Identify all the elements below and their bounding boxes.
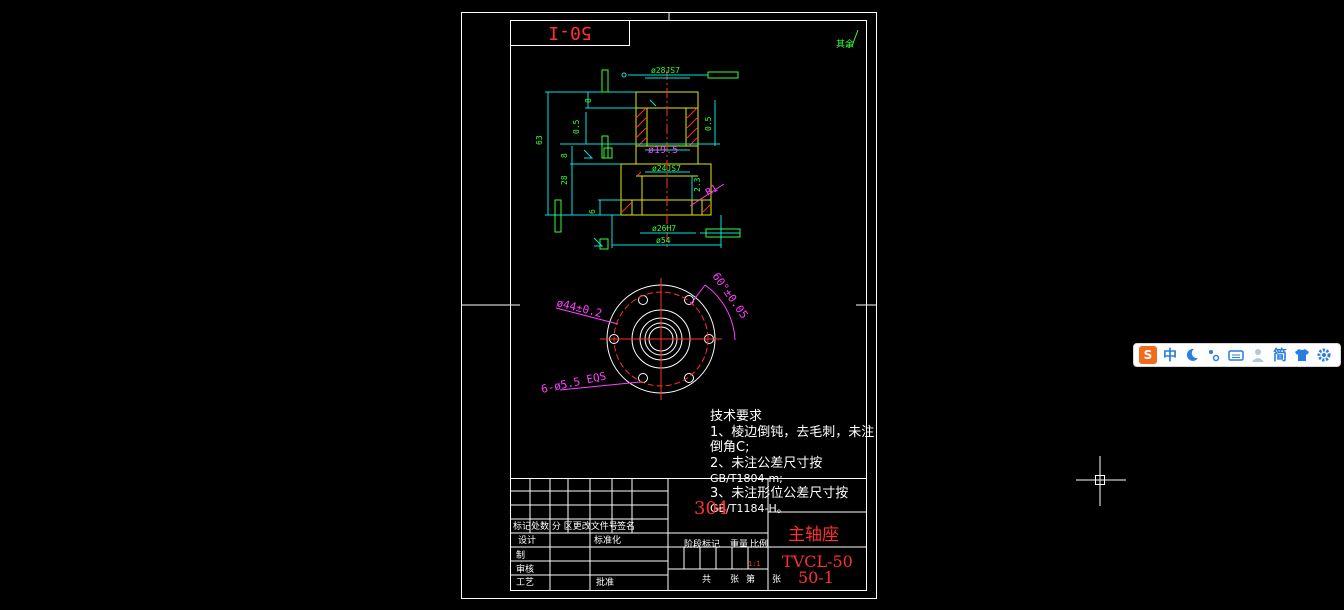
tb-stage: 阶段标记: [684, 538, 720, 550]
dim-h28: 28: [560, 175, 569, 185]
tb-scale: 1:1: [748, 560, 761, 568]
tb-standard: 标准化: [594, 534, 621, 546]
ime-user-button[interactable]: [1247, 344, 1269, 366]
ime-simplified-toggle[interactable]: 简: [1273, 348, 1287, 364]
moon-icon: [1186, 348, 1198, 361]
dim-v23: 2.3: [693, 177, 702, 192]
rotated-code-box: 50-I: [510, 20, 630, 46]
dim-r05b: 0.5: [704, 116, 713, 131]
roughness-note: 其余: [836, 29, 859, 50]
tb-drawing-no: 50-1: [798, 568, 834, 587]
shirt-icon: [1295, 349, 1309, 361]
tb-process: 工艺: [516, 577, 534, 588]
sheet-frame: [461, 12, 877, 599]
rotated-code-text: 50-I: [548, 22, 591, 43]
punctuation-icon: [1209, 350, 1220, 362]
dim-h63: 63: [535, 135, 544, 145]
plan-holes: 6-ø5.5 EQS: [540, 369, 607, 395]
section-view: ø28JS7 ø19.5 ø24JS7 ø26H7 ø54 63 8 8 28 …: [535, 66, 741, 250]
user-icon: [1252, 349, 1264, 362]
ime-logo-button[interactable]: S: [1137, 344, 1159, 366]
dim-h8a: 8: [584, 98, 593, 103]
tb-total: 共: [702, 574, 711, 585]
ime-settings-button[interactable]: [1313, 344, 1335, 366]
tech-line-1: 1、棱边倒钝，去毛刺，未注: [710, 424, 874, 440]
tech-title: 技术要求: [710, 409, 762, 424]
plan-d44: ø44±0.2: [555, 296, 603, 320]
tb-review: 审核: [516, 563, 534, 575]
ime-moon-button[interactable]: [1181, 344, 1203, 366]
ime-punct-button[interactable]: [1203, 344, 1225, 366]
tb-sign: 签名: [617, 520, 635, 532]
crosshair-cursor: [1076, 456, 1126, 506]
tb-sheet: 张: [730, 574, 739, 585]
tb-ratio: 比例: [750, 538, 768, 550]
plan-view: ø44±0.2 60°±0.05 6-ø5.5 EQS: [540, 270, 751, 400]
tech-line-2: 倒角C;: [710, 440, 749, 455]
tech-line-5: 3、未注形位公差尺寸按: [710, 486, 848, 501]
ime-lang-toggle[interactable]: 中: [1163, 348, 1177, 364]
dim-d54: ø54: [656, 236, 671, 245]
sogou-logo-icon: S: [1139, 346, 1157, 364]
tech-requirements: 技术要求 1、棱边倒钝，去毛刺，未注 倒角C; 2、未注公差尺寸按 GB/T18…: [710, 409, 874, 515]
tb-part-name: 主轴座: [788, 525, 839, 545]
tb-sheet2: 张: [772, 574, 781, 585]
tb-page: 第: [746, 573, 755, 585]
keyboard-icon: [1228, 350, 1244, 361]
tb-material: 304: [694, 498, 728, 519]
plan-angle: 60°±0.05: [710, 270, 751, 321]
gear-icon: [1317, 348, 1331, 362]
tb-approve: 批准: [596, 576, 614, 588]
dim-d19: ø19.5: [648, 145, 678, 156]
dim-r1: R1: [704, 183, 720, 199]
dim-r05a: 0.5: [572, 119, 581, 134]
dim-d28: ø28JS7: [651, 66, 680, 75]
ime-toolbar[interactable]: S 中 简: [1133, 343, 1341, 367]
tech-line-3: 2、未注公差尺寸按: [710, 456, 822, 471]
dim-h6: 6: [588, 209, 597, 214]
tb-design: 设计: [518, 534, 536, 546]
dim-d24: ø24JS7: [652, 164, 681, 173]
tb-draw: 制: [516, 549, 525, 561]
tb-weight: 重量: [730, 538, 748, 550]
dim-h8b: 8: [560, 153, 569, 158]
ime-skin-button[interactable]: [1291, 344, 1313, 366]
ime-keyboard-button[interactable]: [1225, 344, 1247, 366]
svg-text:其余: 其余: [836, 38, 854, 50]
dim-d26: ø26H7: [652, 224, 676, 233]
tb-header-row: 标记处数 分 区更改文件号: [513, 520, 618, 532]
title-block: 标记处数 分 区更改文件号 签名 设计 标准化 阶段标记 重量 比例 制 审核 …: [510, 478, 867, 591]
tb-model: TVCL-50: [782, 552, 853, 571]
